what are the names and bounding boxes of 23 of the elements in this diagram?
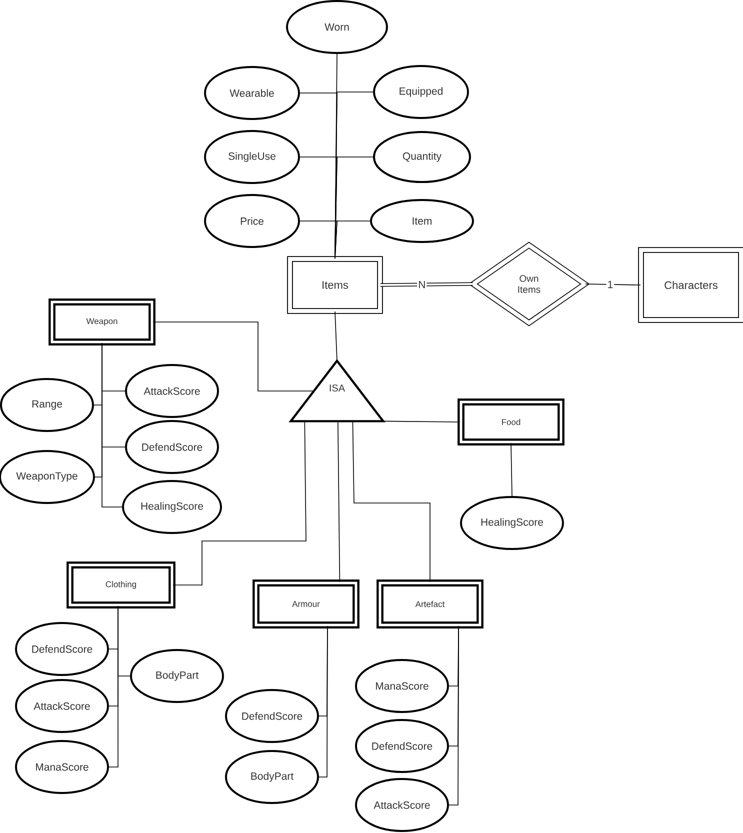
weak-entity-box: Armour xyxy=(252,580,360,628)
connector-line xyxy=(338,420,340,582)
connector-line xyxy=(352,420,430,582)
weak-entity-box: Clothing xyxy=(66,562,176,608)
connector-line xyxy=(334,311,338,362)
connector-line xyxy=(152,322,314,392)
connector-line xyxy=(334,220,370,259)
connector-line xyxy=(172,420,306,586)
weak-entity-box: Food xyxy=(458,398,564,446)
connector-line xyxy=(102,342,122,508)
connector-line xyxy=(380,282,473,287)
weak-entity-box: Artefact xyxy=(376,580,484,628)
entity-box: Characters xyxy=(638,247,743,323)
edge-label: 1 xyxy=(606,280,614,290)
connector-line xyxy=(585,284,641,286)
connector-line xyxy=(382,420,460,422)
entity-box: Items xyxy=(287,256,383,314)
connector-line xyxy=(108,606,118,768)
connector-line xyxy=(510,442,512,496)
weak-entity-box: Weapon xyxy=(48,298,156,346)
connector-line xyxy=(448,626,460,806)
edge-label: N xyxy=(417,280,427,290)
connector-line xyxy=(318,626,328,778)
